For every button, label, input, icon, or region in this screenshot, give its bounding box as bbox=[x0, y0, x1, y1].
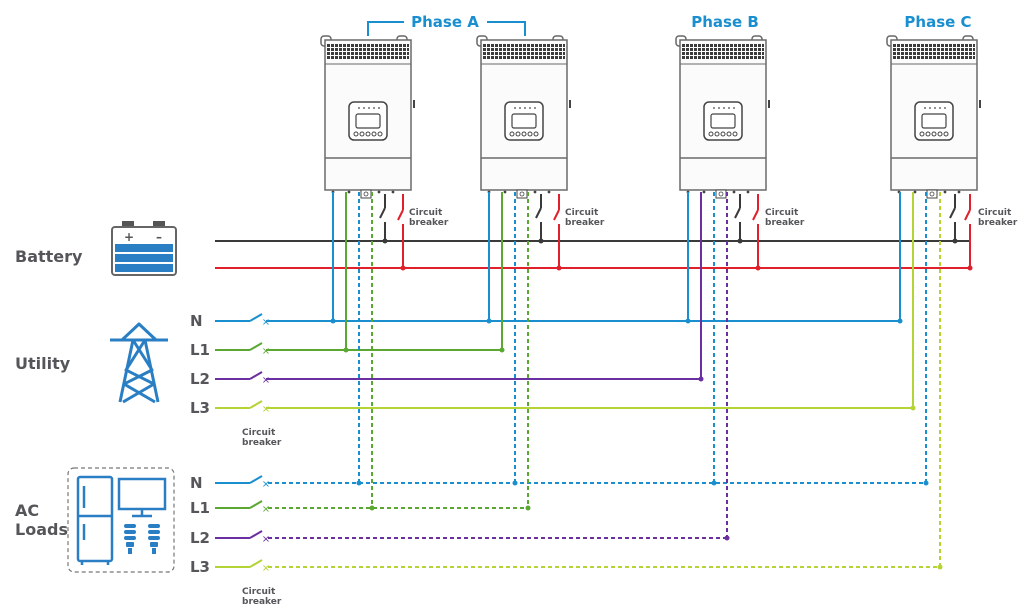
phase-c-label: Phase C bbox=[904, 13, 971, 31]
svg-text:Circuit: Circuit bbox=[409, 208, 443, 218]
inverter-breaker-labels: Circuit breaker Circuit breaker Circuit … bbox=[409, 208, 1018, 228]
utility-line-l2: L2 bbox=[190, 370, 210, 388]
load-line-l2: L2 bbox=[190, 529, 210, 547]
svg-text:–: – bbox=[156, 230, 162, 244]
svg-text:×: × bbox=[262, 479, 270, 490]
load-breaker-label-2: breaker bbox=[242, 597, 282, 607]
utility-line-l1: L1 bbox=[190, 341, 210, 359]
utility-breaker-label-1: Circuit bbox=[242, 428, 276, 438]
svg-text:×: × bbox=[262, 534, 270, 545]
phase-a-label: Phase A bbox=[411, 13, 479, 31]
utility-breaker-label-2: breaker bbox=[242, 438, 282, 448]
svg-text:+: + bbox=[124, 230, 134, 244]
svg-text:Circuit: Circuit bbox=[765, 208, 799, 218]
utility-line-l3: L3 bbox=[190, 399, 210, 417]
battery-icon: + – bbox=[111, 221, 177, 276]
svg-text:×: × bbox=[262, 404, 270, 415]
svg-text:×: × bbox=[262, 504, 270, 515]
inverter-phase-a-2 bbox=[476, 35, 572, 199]
svg-text:×: × bbox=[262, 346, 270, 357]
battery-label: Battery bbox=[15, 247, 83, 266]
load-line-l1: L1 bbox=[190, 499, 210, 517]
inverter-phase-c bbox=[886, 35, 982, 199]
svg-text:×: × bbox=[262, 563, 270, 574]
utility-tower-icon bbox=[110, 322, 168, 404]
svg-text:×: × bbox=[262, 375, 270, 386]
svg-text:×: × bbox=[262, 317, 270, 328]
battery-breakers bbox=[379, 194, 973, 271]
load-junctions: × × × × bbox=[262, 479, 943, 574]
load-line-l3: L3 bbox=[190, 558, 210, 576]
load-line-n: N bbox=[190, 474, 203, 492]
phase-b-label: Phase B bbox=[691, 13, 759, 31]
ac-loads-label-line2: Loads bbox=[15, 520, 68, 539]
utility-wiring bbox=[215, 192, 914, 409]
svg-text:breaker: breaker bbox=[565, 218, 605, 228]
load-wiring bbox=[215, 192, 941, 568]
svg-text:Circuit: Circuit bbox=[565, 208, 599, 218]
svg-text:breaker: breaker bbox=[409, 218, 449, 228]
ac-loads-label-line1: AC bbox=[15, 501, 39, 520]
utility-line-n: N bbox=[190, 312, 203, 330]
inverter-phase-b bbox=[675, 35, 771, 199]
inverter-phase-a-1 bbox=[320, 35, 416, 199]
utility-label: Utility bbox=[15, 354, 71, 373]
svg-text:breaker: breaker bbox=[978, 218, 1018, 228]
ac-loads-icon bbox=[67, 467, 175, 573]
phase-a-bracket bbox=[367, 21, 526, 36]
load-breaker-label-1: Circuit bbox=[242, 587, 276, 597]
svg-text:Circuit: Circuit bbox=[978, 208, 1012, 218]
utility-junctions: × × × × bbox=[262, 317, 916, 415]
svg-text:breaker: breaker bbox=[765, 218, 805, 228]
